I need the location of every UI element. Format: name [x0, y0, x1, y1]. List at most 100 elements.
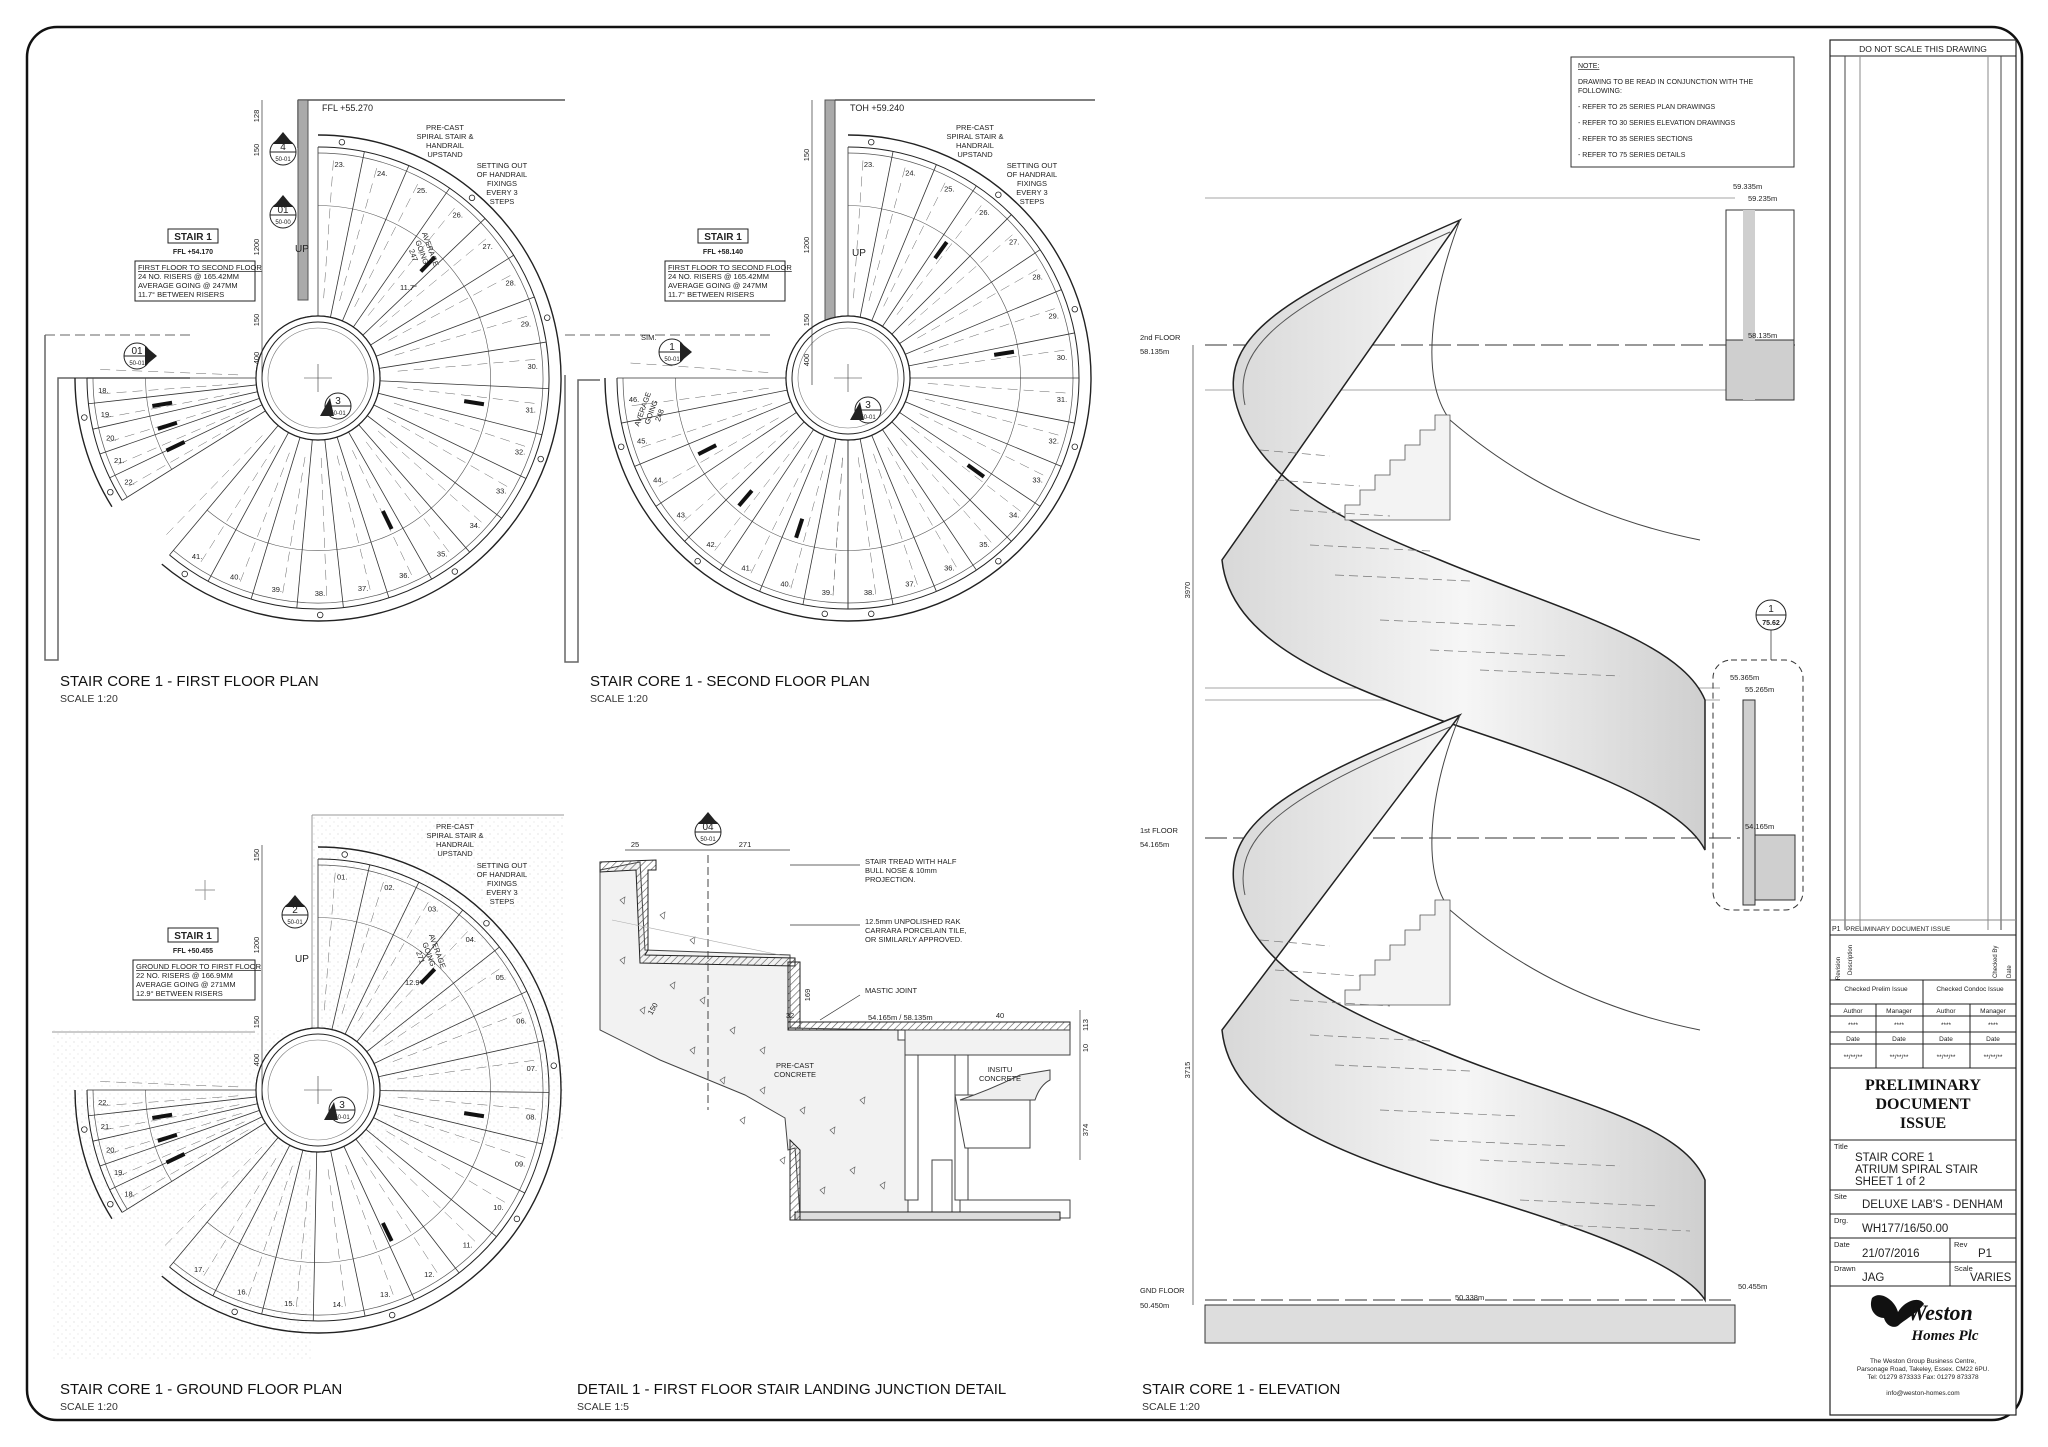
step-number: 26. — [452, 211, 462, 220]
step-line — [1519, 1199, 1661, 1207]
stair-riser — [169, 425, 279, 556]
step-number: 06. — [516, 1017, 526, 1026]
aggregate-mark — [659, 911, 666, 920]
site-label: Site — [1834, 1192, 1847, 1201]
svg-text:FIRST FLOOR TO SECOND FLOOR: FIRST FLOOR TO SECOND FLOOR — [138, 263, 262, 272]
svg-text:50-01: 50-01 — [860, 415, 876, 421]
author-value: **** — [1941, 1022, 1952, 1029]
step-line — [1559, 1224, 1691, 1232]
svg-text:MASTIC JOINT: MASTIC JOINT — [865, 986, 918, 995]
stair-label: STAIR 1 FFL +58.140 — [697, 228, 749, 256]
step-number: 32. — [515, 448, 525, 457]
stair-riser — [352, 187, 450, 328]
step-line — [1479, 669, 1621, 677]
stair-riser — [891, 421, 1012, 542]
svg-text:INSITU: INSITU — [988, 1065, 1013, 1074]
notes-heading: NOTE: — [1578, 63, 1599, 70]
landing-junction-detail: 25 271 32 169 40 150 10 113 374 54.165m … — [577, 812, 1090, 1413]
svg-text:Parsonage Road, Takeley, Essex: Parsonage Road, Takeley, Essex. CM22 6PU… — [1857, 1366, 1990, 1373]
step-number: 17. — [194, 1265, 204, 1274]
step-number: 26. — [979, 208, 989, 217]
svg-text:59.235m: 59.235m — [1748, 194, 1777, 203]
aggregate-mark — [619, 896, 626, 905]
svg-text:SETTING OUT: SETTING OUT — [477, 861, 528, 870]
date-label: Date — [1846, 1036, 1860, 1043]
precast-note: PRE-CAST SPIRAL STAIR & HANDRAIL UPSTAND — [946, 123, 1003, 159]
svg-text:50-01: 50-01 — [334, 1115, 350, 1121]
svg-text:2nd FLOOR: 2nd FLOOR — [1140, 333, 1181, 342]
svg-text:150: 150 — [802, 149, 811, 162]
stair-riser — [634, 401, 791, 467]
step-number: 37. — [358, 584, 368, 593]
step-number: 42. — [706, 540, 716, 549]
step-number: 30. — [1057, 353, 1067, 362]
stair-riser — [358, 424, 471, 553]
svg-text:150: 150 — [252, 1016, 261, 1029]
company-logo: Weston Homes Plc — [1870, 1295, 1979, 1344]
date-value: **/**/** — [1890, 1054, 1909, 1061]
svg-text:1: 1 — [1768, 604, 1774, 615]
svg-text:FFL +54.170: FFL +54.170 — [173, 249, 213, 256]
svg-text:50-01: 50-01 — [129, 361, 145, 367]
precast-note: PRE-CAST SPIRAL STAIR & HANDRAIL UPSTAND — [416, 123, 473, 159]
stair-riser — [379, 341, 547, 369]
notes-line: DRAWING TO BE READ IN CONJUNCTION WITH T… — [1578, 79, 1753, 86]
svg-text:54.165m: 54.165m — [1745, 822, 1774, 831]
svg-text:50.450m: 50.450m — [1140, 1301, 1169, 1310]
stair-riser — [899, 249, 1041, 344]
ground-floor-plan: 01.02.03.04.05.06.07.08.09.10.11.12.13.1… — [52, 814, 564, 1413]
handrail-fixing — [341, 851, 348, 858]
ffl-level: FFL +55.270 — [322, 103, 373, 113]
sim-label: SIM. — [641, 333, 656, 342]
step-number: 16. — [237, 1287, 247, 1296]
aggregate-mark — [759, 1086, 766, 1095]
svg-text:OF HANDRAIL: OF HANDRAIL — [477, 170, 527, 179]
svg-text:271: 271 — [414, 950, 427, 965]
stair-riser — [365, 1129, 497, 1237]
svg-text:EVERY 3: EVERY 3 — [1016, 188, 1047, 197]
date-value: **/**/** — [1937, 1054, 1956, 1061]
date-value: **/**/** — [1844, 1054, 1863, 1061]
stair-riser — [908, 332, 1075, 367]
step-number: 22. — [124, 478, 134, 487]
stair-riser — [99, 398, 260, 455]
view-scale: SCALE 1:20 — [60, 1401, 118, 1413]
step-number: 24. — [377, 169, 387, 178]
stair-riser — [92, 391, 258, 430]
upper-stair-shell — [1221, 218, 1706, 851]
svg-text:150: 150 — [252, 849, 261, 862]
svg-text:info@weston-homes.com: info@weston-homes.com — [1886, 1390, 1959, 1397]
step-number: 33. — [496, 487, 506, 496]
step-line — [1379, 619, 1521, 627]
svg-text:150: 150 — [252, 314, 261, 327]
step-number: 19. — [101, 410, 111, 419]
stair-riser — [759, 435, 825, 592]
step-number: 36. — [399, 571, 409, 580]
handrail-fixing — [821, 610, 828, 618]
step-number: 38. — [315, 589, 325, 598]
svg-text:HANDRAIL: HANDRAIL — [426, 141, 464, 150]
handrail-fixing — [537, 455, 544, 463]
svg-text:10: 10 — [1081, 1044, 1090, 1052]
step-line — [1259, 939, 1331, 947]
notes-box: NOTE: DRAWING TO BE READ IN CONJUNCTION … — [1570, 56, 1795, 168]
first-floor-plan: 23.24.25.26.27.28.29.30.31.32.33.34.35.3… — [44, 99, 565, 705]
notes-line: FOLLOWING: — [1578, 88, 1622, 95]
svg-text:PRE-CAST: PRE-CAST — [426, 123, 464, 132]
stair-riser — [324, 439, 344, 608]
svg-text:SETTING OUT: SETTING OUT — [1007, 161, 1058, 170]
step-number: 22. — [98, 1098, 108, 1107]
concrete-aggregate — [619, 896, 886, 1195]
svg-text:Homes Plc: Homes Plc — [1910, 1328, 1978, 1344]
stair-riser — [212, 1145, 291, 1296]
stair-spec: FIRST FLOOR TO SECOND FLOOR 24 NO. RISER… — [664, 260, 792, 302]
step-line — [1289, 509, 1391, 517]
stair-riser — [802, 438, 837, 605]
step-line — [1429, 1139, 1571, 1147]
stair-riser — [373, 1117, 525, 1194]
step-number: 28. — [505, 279, 515, 288]
svg-text:400: 400 — [252, 1054, 261, 1067]
spiral-stair: 01.02.03.04.05.06.07.08.09.10.11.12.13.1… — [74, 846, 562, 1334]
svg-text:374: 374 — [1081, 1124, 1090, 1137]
